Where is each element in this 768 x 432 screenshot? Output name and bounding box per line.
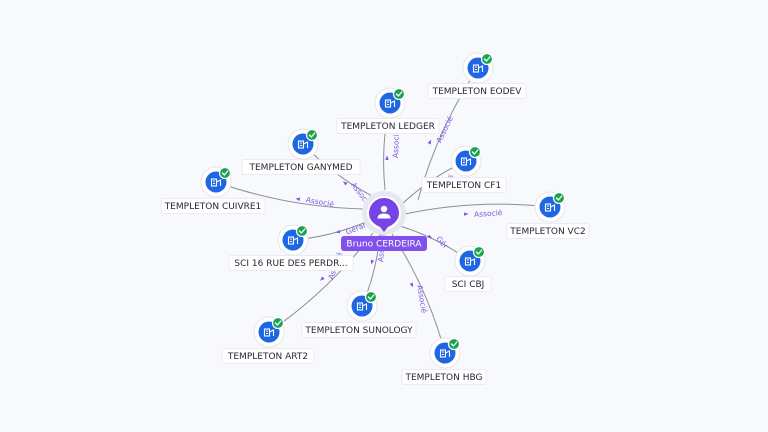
company-label: TEMPLETON ART2: [227, 352, 308, 362]
edge-arrow-templeton-vc2: [464, 212, 469, 216]
center-node-label-box: [341, 236, 427, 251]
company-node-templeton-ganymed[interactable]: TEMPLETON GANYMED: [241, 128, 361, 175]
company-label: SCI CBJ: [452, 280, 485, 290]
building-icon: [544, 203, 556, 212]
building-icon: [472, 64, 484, 73]
check-icon: [480, 52, 494, 66]
edge-label-templeton-vc2: Associé: [474, 208, 503, 219]
company-node-sci-16-rue[interactable]: SCI 16 RUE DES PERDR...: [228, 224, 354, 271]
company-label-box: [427, 83, 527, 99]
building-icon: [464, 257, 476, 266]
person-icon: [377, 205, 391, 219]
company-label-box: [401, 369, 487, 385]
company-node-templeton-eodev[interactable]: TEMPLETON EODEV: [427, 52, 527, 99]
edge-arrow-sci-cbj: [427, 234, 433, 239]
company-node-templeton-cuivre1[interactable]: TEMPLETON CUIVRE1: [160, 166, 266, 214]
company-label: TEMPLETON LEDGER: [340, 122, 435, 132]
edge-arrow-templeton-sunology: [370, 259, 375, 265]
company-label: TEMPLETON SUNOLOGY: [304, 326, 413, 336]
center-node-label: Bruno CERDEIRA: [346, 240, 422, 250]
company-label-box: [336, 118, 440, 134]
check-icon: [218, 166, 232, 180]
building-icon: [384, 99, 396, 108]
company-node-templeton-art2[interactable]: TEMPLETON ART2: [221, 316, 315, 364]
company-label-box: [421, 177, 507, 193]
edge-arrow-templeton-hbg: [409, 282, 414, 288]
company-label: TEMPLETON VC2: [509, 227, 585, 237]
check-icon: [271, 316, 285, 330]
edge-label-templeton-cuivre1: Associé: [305, 195, 335, 209]
center-node[interactable]: Bruno CERDEIRA: [341, 191, 427, 251]
building-icon: [263, 328, 275, 337]
building-icon: [356, 302, 368, 311]
building-icon: [460, 157, 472, 166]
company-label-box: [228, 255, 354, 271]
company-label-box: [506, 223, 590, 239]
company-label: TEMPLETON CUIVRE1: [164, 202, 262, 212]
company-node-templeton-hbg[interactable]: TEMPLETON HBG: [401, 337, 487, 385]
edge-arrow-templeton-art2: [320, 276, 325, 281]
edge-arrow-templeton-ganymed: [342, 181, 348, 186]
edge-arrow-templeton-cuivre1: [295, 197, 301, 202]
building-icon: [297, 140, 309, 149]
company-node-templeton-cf1[interactable]: TEMPLETON CF1: [421, 145, 507, 193]
check-icon: [468, 145, 482, 159]
company-label-box: [241, 159, 361, 175]
edge-label-templeton-hbg: Associé: [415, 284, 429, 314]
check-icon: [295, 224, 309, 238]
company-label-box: [301, 322, 417, 338]
company-node-templeton-ledger[interactable]: TEMPLETON LEDGER: [336, 87, 440, 134]
edge-arrow-templeton-eodev: [427, 139, 432, 145]
company-node-templeton-sunology[interactable]: TEMPLETON SUNOLOGY: [301, 290, 417, 338]
company-label-box: [221, 348, 315, 364]
company-label-box: [160, 198, 266, 214]
company-label: SCI 16 RUE DES PERDR...: [234, 259, 347, 269]
building-icon: [287, 236, 299, 245]
check-icon: [552, 191, 566, 205]
company-label: TEMPLETON CF1: [426, 181, 501, 191]
company-label: TEMPLETON HBG: [404, 373, 482, 383]
edge-label-sci-cbj: Gér: [434, 234, 450, 251]
building-icon: [439, 349, 451, 358]
building-icon: [210, 178, 222, 187]
company-node-templeton-vc2[interactable]: TEMPLETON VC2: [506, 191, 590, 239]
edge-arrow-templeton-ledger: [385, 155, 389, 161]
company-label: TEMPLETON EODEV: [432, 87, 523, 97]
graph-nodes: TEMPLETON EODEV TEMPLETON LEDGER TEMPLETON…: [160, 52, 590, 385]
edge-label-templeton-ledger: Associé: [391, 129, 401, 158]
edge-arrow-sci-16-rue: [335, 229, 341, 234]
check-icon: [305, 128, 319, 142]
edge-line-templeton-cuivre1: [215, 181, 365, 210]
check-icon: [364, 290, 378, 304]
edge-line-templeton-vc2: [404, 203, 551, 215]
check-icon: [472, 245, 486, 259]
check-icon: [392, 87, 406, 101]
check-icon: [447, 337, 461, 351]
company-label: TEMPLETON GANYMED: [249, 163, 353, 173]
company-node-sci-cbj[interactable]: SCI CBJ: [444, 245, 492, 292]
company-label-box: [444, 276, 492, 292]
